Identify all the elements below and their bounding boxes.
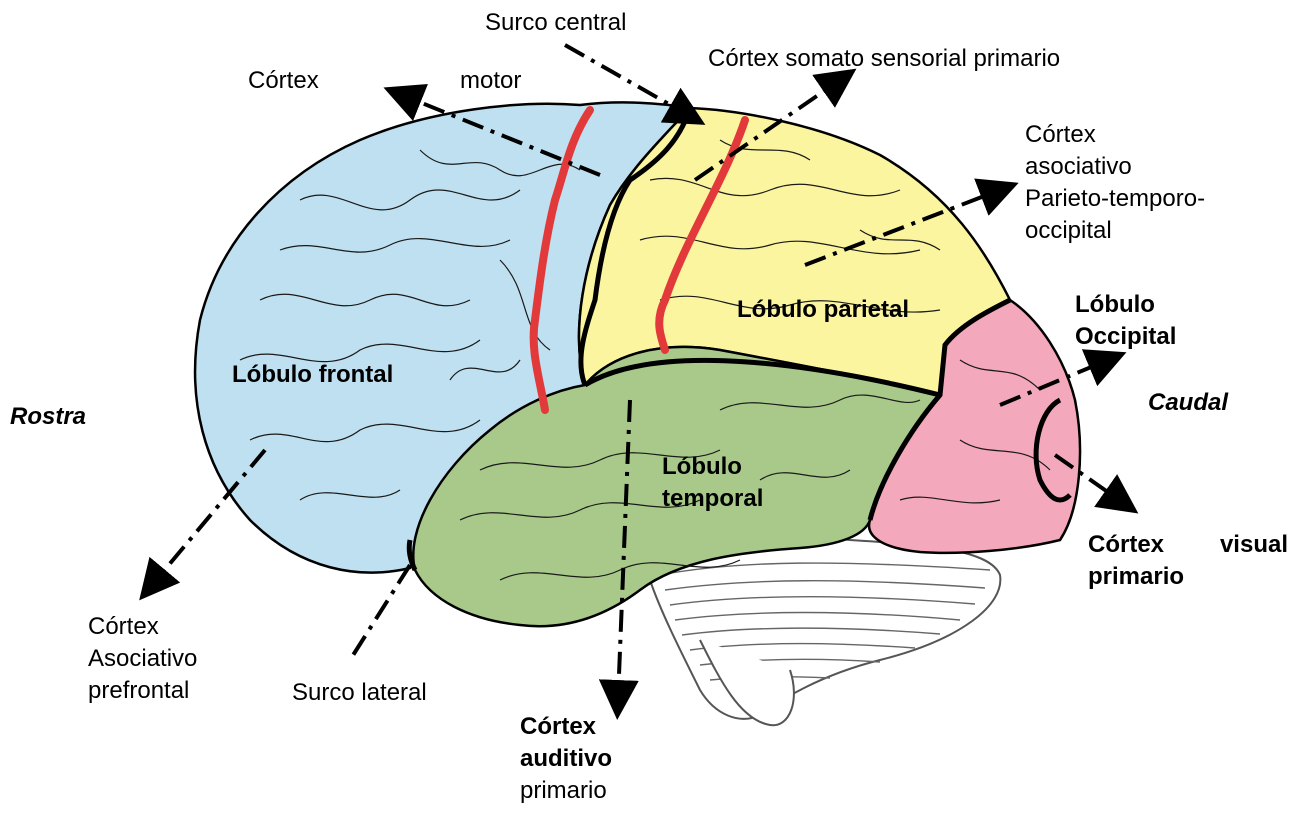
label-cortex-somato-sensorial: Córtex somato sensorial primario (708, 44, 1060, 74)
label-cortex-motor-1: Córtex (248, 66, 319, 96)
label-cortex-visual-1: Córtex (1088, 530, 1164, 560)
leader-surco-lateral (350, 565, 410, 660)
label-cortex-asociativo-2: asociativo (1025, 152, 1132, 182)
label-cortex-auditivo-1: Córtex (520, 712, 596, 742)
label-cortex-prefrontal-2: Asociativo (88, 644, 197, 674)
label-cortex-auditivo-2: auditivo (520, 744, 612, 774)
label-lobulo-occipital-1: Lóbulo (1075, 290, 1155, 320)
label-cortex-motor-2: motor (460, 66, 521, 96)
label-cortex-visual-2: visual (1220, 530, 1288, 560)
label-surco-central: Surco central (485, 8, 626, 38)
label-cortex-asociativo-1: Córtex (1025, 120, 1096, 150)
label-cortex-prefrontal-1: Córtex (88, 612, 159, 642)
cerebellum (650, 536, 1000, 725)
label-caudal: Caudal (1148, 388, 1228, 418)
label-lobulo-temporal-1: Lóbulo (662, 452, 742, 482)
label-rostra: Rostra (10, 402, 86, 432)
label-lobulo-temporal-2: temporal (662, 484, 763, 514)
label-cortex-auditivo-3: primario (520, 776, 607, 806)
label-cortex-asociativo-3: Parieto-temporo- (1025, 184, 1205, 214)
label-cortex-visual-row: Córtex visual (1088, 530, 1288, 560)
label-lobulo-parietal: Lóbulo parietal (737, 295, 909, 325)
label-cortex-asociativo-4: occipital (1025, 216, 1112, 246)
label-lobulo-frontal: Lóbulo frontal (232, 360, 393, 390)
label-cortex-prefrontal-3: prefrontal (88, 676, 189, 706)
label-surco-lateral: Surco lateral (292, 678, 427, 708)
label-cortex-visual-3: primario (1088, 562, 1184, 592)
label-lobulo-occipital-2: Occipital (1075, 322, 1176, 352)
